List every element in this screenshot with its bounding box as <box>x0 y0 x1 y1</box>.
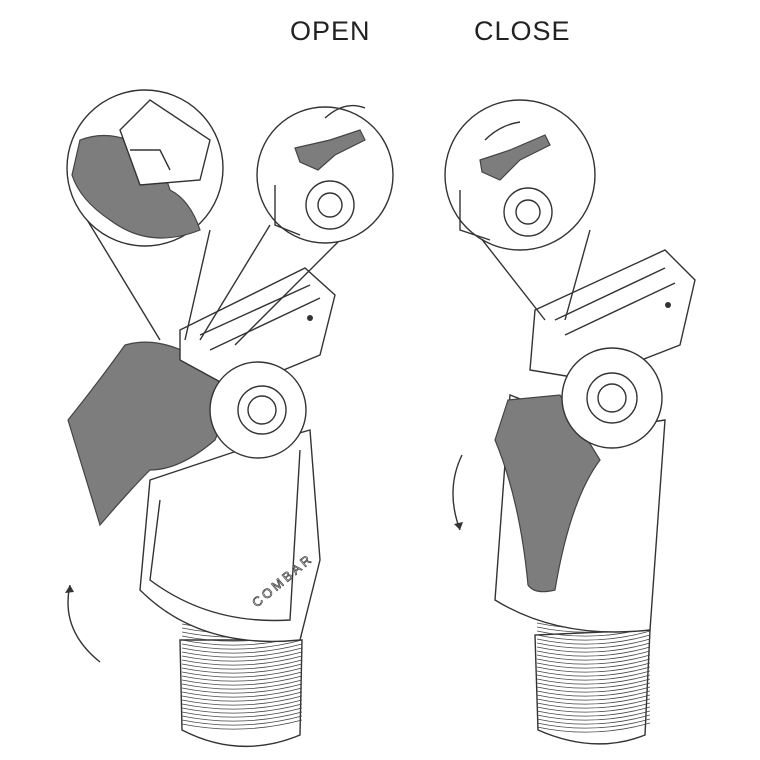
grip-rib <box>181 667 303 678</box>
grip-rib <box>181 715 303 726</box>
grip-rib <box>181 691 303 702</box>
open-grip-body <box>139 429 321 643</box>
grip-rib <box>181 695 303 706</box>
grip-rib <box>181 659 303 670</box>
grip-rib <box>536 682 651 693</box>
grip-rib <box>536 670 651 681</box>
grip-rib <box>536 642 651 653</box>
grip-rib <box>536 630 651 641</box>
grip-rib <box>536 698 651 709</box>
grip-rib <box>181 699 303 710</box>
close-label: CLOSE <box>474 16 571 46</box>
arrowhead-icon <box>65 585 74 593</box>
grip-rib <box>536 722 651 733</box>
open-detail-arrow <box>324 104 366 119</box>
grip-rib <box>536 654 651 665</box>
open-rail <box>179 267 336 391</box>
grip-rib <box>536 686 651 697</box>
grip-rib <box>181 647 303 658</box>
close-lever <box>494 394 601 593</box>
grip-rib <box>536 674 651 685</box>
close-grip <box>452 249 696 745</box>
grip-rib <box>536 638 651 649</box>
grip-rib <box>181 719 303 730</box>
grip-rib <box>181 683 303 694</box>
grip-rib <box>181 679 303 690</box>
arrowhead-icon <box>454 522 463 530</box>
grip-rib <box>181 643 303 654</box>
grip-rib <box>536 678 651 689</box>
open-grip: COMBAR <box>65 267 336 747</box>
open-callout-left <box>66 89 224 341</box>
grip-rib <box>536 634 651 645</box>
grip-rib <box>536 706 651 717</box>
grip-rib <box>181 655 303 666</box>
grip-rib <box>536 702 651 713</box>
grip-rib <box>181 711 303 722</box>
close-rail <box>529 249 696 381</box>
grip-rib <box>181 639 303 650</box>
grip-rib <box>181 703 303 714</box>
open-callout-right <box>199 104 394 346</box>
open-lever <box>67 341 241 527</box>
grip-rib <box>181 663 303 674</box>
grip-rib <box>536 662 651 673</box>
grip-rib <box>536 650 651 661</box>
grip-rib <box>536 690 651 701</box>
grip-rib <box>536 718 651 729</box>
grip-rib <box>536 658 651 669</box>
grip-rib <box>536 710 651 721</box>
close-callout <box>444 99 596 321</box>
grip-rib <box>181 651 303 662</box>
grip-rib <box>181 687 303 698</box>
grip-rib <box>181 675 303 686</box>
grip-rib <box>181 671 303 682</box>
open-rotate-arrow <box>67 584 101 663</box>
close-rotate-arrow <box>452 454 463 531</box>
grip-rib <box>536 646 651 657</box>
grip-rib <box>536 694 651 705</box>
close-detail-arrow <box>484 121 521 141</box>
grip-rib <box>536 714 651 725</box>
grip-rib <box>536 666 651 677</box>
open-label: OPEN <box>290 16 371 46</box>
grip-rib <box>181 707 303 718</box>
